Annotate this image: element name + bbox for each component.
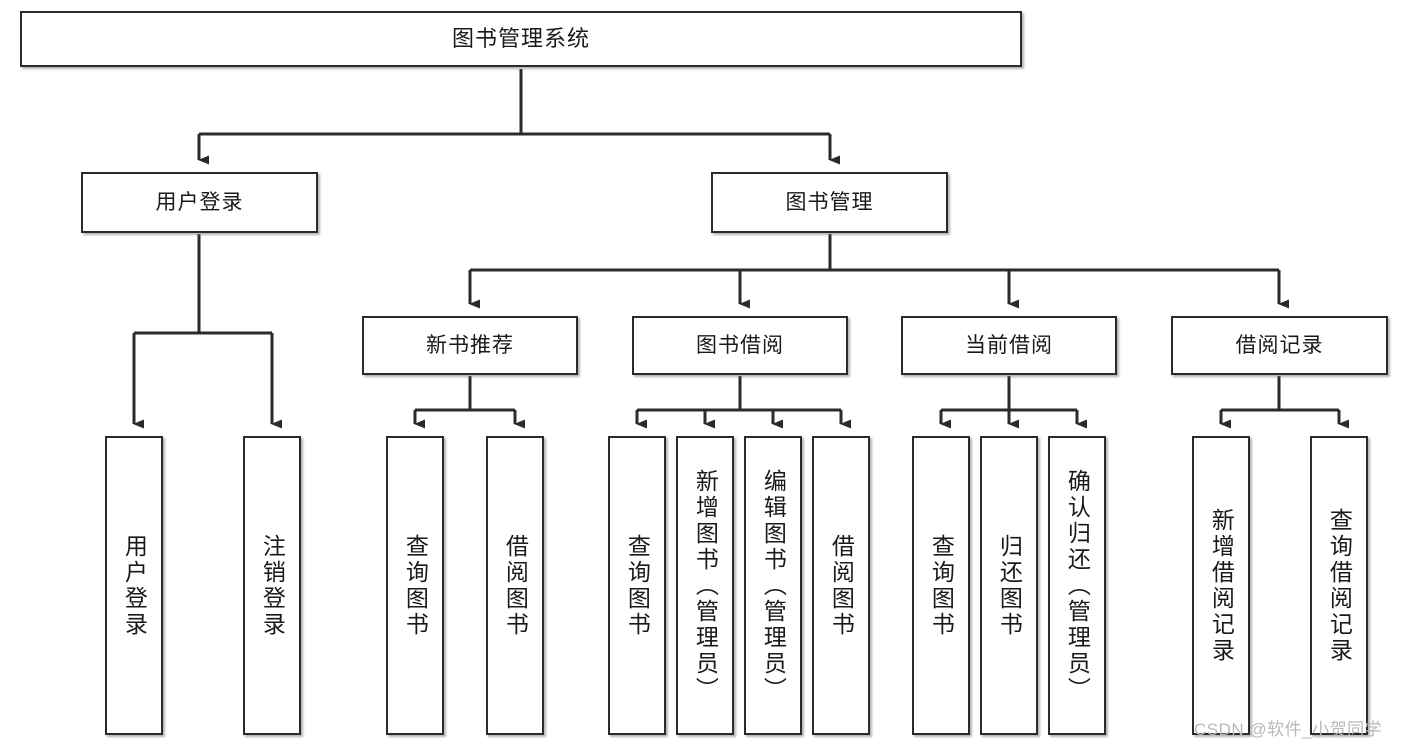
node-user-login[interactable]: 用户登录 — [81, 172, 318, 233]
leaf-label: 归还图书 — [996, 533, 1023, 638]
node-label: 图书管理 — [785, 190, 874, 214]
leaf-label: 新增借阅记录 — [1208, 507, 1235, 664]
node-root-system[interactable]: 图书管理系统 — [20, 11, 1022, 67]
node-borrow-record[interactable]: 借阅记录 — [1171, 316, 1388, 375]
node-root-label: 图书管理系统 — [451, 25, 590, 51]
node-label: 图书借阅 — [696, 333, 784, 357]
node-label: 新书推荐 — [426, 333, 514, 357]
leaf-label: 借阅图书 — [828, 533, 855, 638]
node-current-borrow[interactable]: 当前借阅 — [901, 316, 1117, 375]
leaf-current-borrow-query[interactable]: 查询图书 — [912, 436, 970, 735]
leaf-book-borrow-add[interactable]: 新增图书（管理员） — [676, 436, 734, 735]
node-book-borrow[interactable]: 图书借阅 — [632, 316, 848, 375]
leaf-label: 查询借阅记录 — [1326, 507, 1353, 664]
leaf-current-borrow-confirm-return[interactable]: 确认归还（管理员） — [1048, 436, 1106, 735]
leaf-label: 确认归还（管理员） — [1064, 468, 1091, 703]
leaf-book-borrow-query[interactable]: 查询图书 — [608, 436, 666, 735]
leaf-label: 新增图书（管理员） — [692, 468, 719, 703]
leaf-new-book-borrow[interactable]: 借阅图书 — [486, 436, 544, 735]
leaf-label: 查询图书 — [402, 533, 429, 638]
leaf-user-login-signin[interactable]: 用户登录 — [105, 436, 163, 735]
leaf-book-borrow-edit[interactable]: 编辑图书（管理员） — [744, 436, 802, 735]
node-label: 用户登录 — [155, 190, 244, 214]
leaf-borrow-record-query[interactable]: 查询借阅记录 — [1310, 436, 1368, 735]
leaf-user-login-signout[interactable]: 注销登录 — [243, 436, 301, 735]
leaf-label: 用户登录 — [121, 533, 148, 638]
leaf-book-borrow-borrow[interactable]: 借阅图书 — [812, 436, 870, 735]
leaf-label: 查询图书 — [624, 533, 651, 638]
leaf-borrow-record-add[interactable]: 新增借阅记录 — [1192, 436, 1250, 735]
leaf-new-book-query[interactable]: 查询图书 — [386, 436, 444, 735]
node-label: 借阅记录 — [1235, 333, 1324, 357]
node-new-book-recommend[interactable]: 新书推荐 — [362, 316, 578, 375]
leaf-label: 借阅图书 — [502, 533, 529, 638]
leaf-label: 注销登录 — [259, 533, 286, 638]
node-book-management[interactable]: 图书管理 — [711, 172, 948, 233]
leaf-label: 编辑图书（管理员） — [760, 468, 787, 703]
watermark-text: CSDN @软件_小贺同学 — [1194, 720, 1383, 739]
leaf-current-borrow-return[interactable]: 归还图书 — [980, 436, 1038, 735]
leaf-label: 查询图书 — [928, 533, 955, 638]
node-label: 当前借阅 — [965, 333, 1053, 357]
